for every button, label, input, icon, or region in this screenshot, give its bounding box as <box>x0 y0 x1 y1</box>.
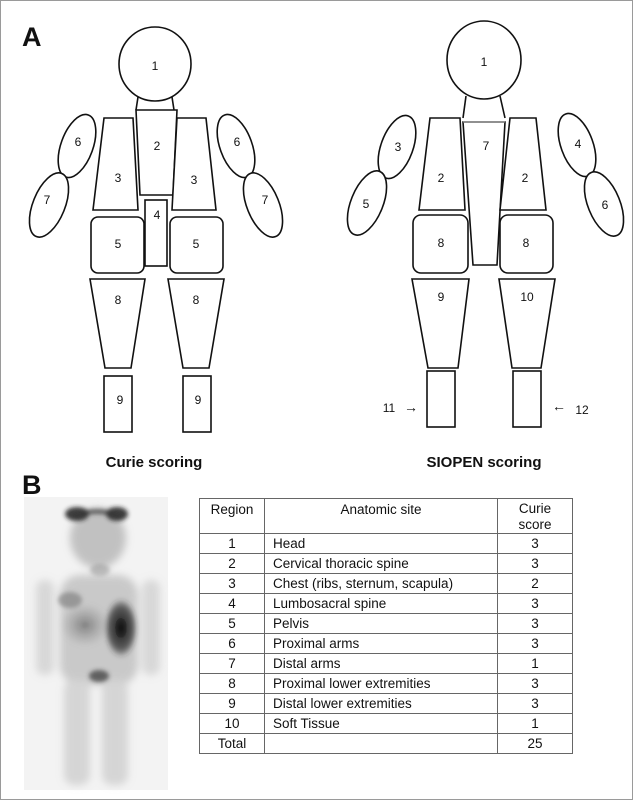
curie-label-arm-distal-left: 7 <box>44 193 51 207</box>
curie-neck-line <box>136 97 138 110</box>
table-total-row: Total 25 <box>200 734 573 754</box>
curie-label-spine-lumbar: 4 <box>154 208 161 222</box>
cell-region: 9 <box>200 694 265 714</box>
cell-score: 3 <box>498 594 573 614</box>
siopen-label-chest-left: 2 <box>438 171 445 185</box>
cell-site: Distal lower extremities <box>265 694 498 714</box>
curie-label-arm-distal-right: 7 <box>262 193 269 207</box>
cell-site: Soft Tissue <box>265 714 498 734</box>
curie-label-leg-proximal-left: 8 <box>115 293 122 307</box>
cell-region: 10 <box>200 714 265 734</box>
siopen-arrow-left-icon: → <box>404 399 418 415</box>
curie-body-diagram: 1 2 3 3 4 5 5 6 6 7 7 8 8 9 9 <box>21 27 290 432</box>
header-anatomic-site: Anatomic site <box>265 499 498 534</box>
cell-score: 2 <box>498 574 573 594</box>
curie-label-arm-proximal-left: 6 <box>75 135 82 149</box>
cell-site: Pelvis <box>265 614 498 634</box>
header-curie-score-line1: Curie <box>519 501 551 516</box>
curie-score-table: Region Anatomic site Curiescore 1Head3 2… <box>199 498 573 754</box>
cell-site: Chest (ribs, sternum, scapula) <box>265 574 498 594</box>
curie-caption: Curie scoring <box>106 454 203 471</box>
curie-region-chest-right <box>172 118 216 210</box>
cell-score: 3 <box>498 674 573 694</box>
siopen-label-leg-lower-right: 12 <box>575 403 589 417</box>
curie-label-pelvis-left: 5 <box>115 237 122 251</box>
header-curie-score-line2: score <box>518 517 551 532</box>
cell-site: Distal arms <box>265 654 498 674</box>
panel-a-label: A <box>22 22 42 52</box>
cell-region: 6 <box>200 634 265 654</box>
cell-site: Cervical thoracic spine <box>265 554 498 574</box>
table-row: 10Soft Tissue1 <box>200 714 573 734</box>
curie-label-spine-thoracic: 2 <box>154 139 161 153</box>
curie-region-chest-left <box>93 118 138 210</box>
siopen-label-arm-lower-right: 6 <box>602 198 609 212</box>
cell-score: 3 <box>498 694 573 714</box>
cell-site: Head <box>265 534 498 554</box>
cell-total-label: Total <box>200 734 265 754</box>
curie-label-arm-proximal-right: 6 <box>234 135 241 149</box>
cell-score: 1 <box>498 654 573 674</box>
cell-site: Proximal lower extremities <box>265 674 498 694</box>
siopen-region-leg-lower-left <box>427 371 455 427</box>
siopen-label-head: 1 <box>481 55 488 69</box>
cell-region: 4 <box>200 594 265 614</box>
curie-label-head: 1 <box>152 59 159 73</box>
cell-region: 2 <box>200 554 265 574</box>
siopen-label-arm-upper-right: 4 <box>575 137 582 151</box>
curie-neck-line <box>172 97 174 110</box>
siopen-region-leg-lower-right <box>513 371 541 427</box>
siopen-label-pelvis-left: 8 <box>438 236 445 250</box>
cell-site: Proximal arms <box>265 634 498 654</box>
cell-region: 5 <box>200 614 265 634</box>
siopen-region-chest-right <box>500 118 546 210</box>
cell-site: Lumbosacral spine <box>265 594 498 614</box>
siopen-label-leg-upper-left: 9 <box>438 290 445 304</box>
siopen-label-chest-right: 2 <box>522 171 529 185</box>
cell-score: 3 <box>498 634 573 654</box>
table-row: 6Proximal arms3 <box>200 634 573 654</box>
siopen-caption: SIOPEN scoring <box>426 454 541 471</box>
curie-label-leg-proximal-right: 8 <box>193 293 200 307</box>
cell-region: 7 <box>200 654 265 674</box>
cell-region: 3 <box>200 574 265 594</box>
siopen-label-pelvis-right: 8 <box>523 236 530 250</box>
header-region: Region <box>200 499 265 534</box>
cell-score: 3 <box>498 554 573 574</box>
cell-score: 3 <box>498 614 573 634</box>
siopen-arrow-right-icon: ← <box>552 398 566 414</box>
siopen-body-diagram: 1 7 2 2 8 8 3 4 5 6 9 10 11 → ← 12 <box>339 21 631 427</box>
cell-total-score: 25 <box>498 734 573 754</box>
curie-label-chest-left: 3 <box>115 171 122 185</box>
curie-label-leg-distal-right: 9 <box>195 393 202 407</box>
curie-label-pelvis-right: 5 <box>193 237 200 251</box>
siopen-label-leg-upper-right: 10 <box>520 290 534 304</box>
siopen-label-arm-lower-left: 5 <box>363 197 370 211</box>
cell-region: 8 <box>200 674 265 694</box>
panel-b-label: B <box>22 470 42 500</box>
siopen-label-leg-lower-left: 11 <box>383 401 396 415</box>
cell-score: 3 <box>498 534 573 554</box>
siopen-label-spine: 7 <box>483 139 490 153</box>
curie-label-leg-distal-left: 9 <box>117 393 124 407</box>
cell-region: 1 <box>200 534 265 554</box>
siopen-label-arm-upper-left: 3 <box>395 140 402 154</box>
siopen-region-chest-left <box>419 118 465 210</box>
siopen-neck-line <box>500 96 505 118</box>
curie-label-chest-right: 3 <box>191 173 198 187</box>
mibg-scan-image <box>24 497 168 790</box>
cell-total-site <box>265 734 498 754</box>
siopen-neck-line <box>463 96 466 118</box>
cell-score: 1 <box>498 714 573 734</box>
table-row: 8Proximal lower extremities3 <box>200 674 573 694</box>
